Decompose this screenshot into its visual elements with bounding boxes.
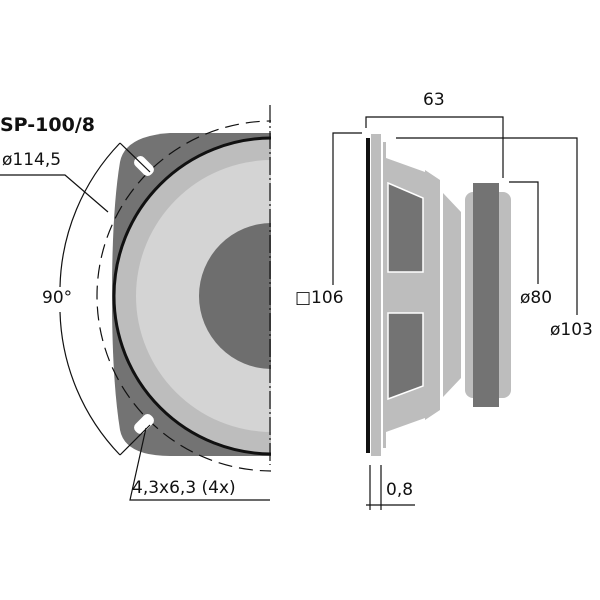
mounting-holes-label: 4,3x6,3 (4x) [132, 478, 236, 498]
mounting-hole [134, 414, 154, 434]
front-view [96, 120, 271, 472]
basket-diameter-label: ø103 [550, 320, 593, 340]
bolt-circle-leader [0, 174, 109, 213]
side-view [366, 134, 511, 456]
magnet [473, 183, 499, 407]
angle-arc [59, 142, 121, 456]
bolt-circle [96, 120, 271, 472]
angle-label: 90° [42, 288, 73, 308]
bolt-circle-label: ø114,5 [2, 150, 62, 170]
hole-leader [129, 427, 270, 501]
frame-size-label: □106 [295, 288, 344, 308]
flange-thickness-label: 0,8 [386, 480, 414, 500]
dimension-lines [332, 116, 578, 510]
model-title: SP-100/8 [0, 114, 95, 136]
magnet-diameter-label: ø80 [520, 288, 553, 308]
dustcap [199, 223, 271, 369]
depth-label: 63 [423, 90, 445, 110]
